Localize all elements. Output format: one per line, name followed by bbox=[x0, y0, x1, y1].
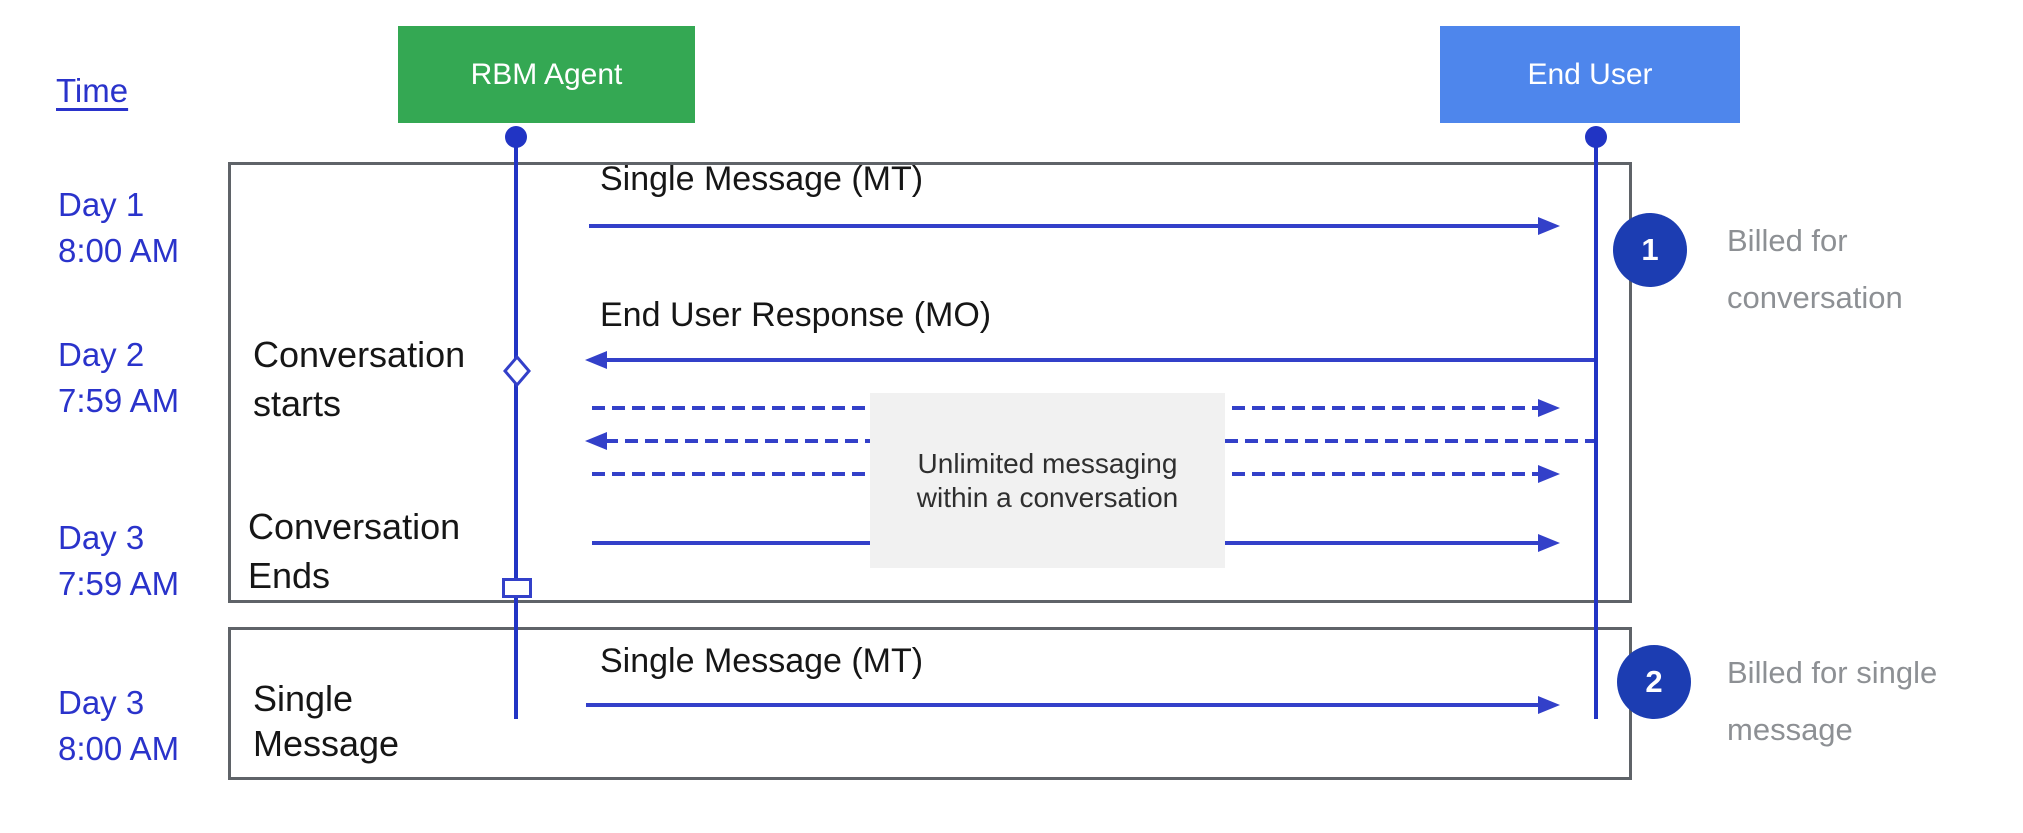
billed-line2: conversation bbox=[1727, 280, 1903, 315]
billed-for-conversation-label: Billed for conversation bbox=[1727, 212, 1903, 326]
single-message-side-label: Single Message bbox=[253, 676, 399, 766]
arrowhead-left-icon bbox=[585, 432, 607, 450]
billed-for-single-message-label: Billed for single message bbox=[1727, 644, 1937, 758]
actor-end-user: End User bbox=[1440, 26, 1740, 123]
arrow-line bbox=[605, 358, 1596, 362]
message-label-single-message-mt: Single Message (MT) bbox=[600, 160, 924, 198]
conversation-ends-line1: Conversation bbox=[248, 506, 461, 547]
arrowhead-right-icon bbox=[1538, 217, 1560, 235]
conversation-end-square-icon bbox=[502, 578, 532, 598]
single-message-line2: Message bbox=[253, 723, 400, 764]
time-axis-label: Time bbox=[56, 72, 129, 109]
arrowhead-right-icon bbox=[1538, 465, 1560, 483]
message-label-end-user-response-mo: End User Response (MO) bbox=[600, 296, 992, 334]
billed-line2: message bbox=[1727, 712, 1853, 747]
single-message-line1: Single bbox=[253, 678, 354, 719]
conversation-start-diamond-icon bbox=[503, 354, 531, 388]
actor-end-user-label: End User bbox=[1527, 57, 1653, 91]
timeline-entry-day1: Day 1 8:00 AM bbox=[58, 182, 228, 274]
arrow-line bbox=[586, 703, 1540, 707]
conversation-ends-label: Conversation Ends bbox=[248, 502, 460, 600]
conversation-ends-line2: Ends bbox=[248, 555, 331, 596]
badge-number: 1 bbox=[1641, 232, 1659, 267]
arrow-single-message-mt-2 bbox=[586, 696, 1560, 714]
arrowhead-right-icon bbox=[1538, 399, 1560, 417]
badge-number: 2 bbox=[1645, 664, 1663, 699]
timeline-entry-day2: Day 2 7:59 AM bbox=[58, 332, 228, 424]
agent-lifeline bbox=[514, 136, 518, 719]
timeline-day: Day 3 bbox=[58, 519, 145, 556]
billing-badge-2: 2 bbox=[1617, 645, 1691, 719]
arrow-line bbox=[589, 224, 1540, 228]
arrow-end-user-response-mo bbox=[585, 351, 1596, 369]
arrow-single-message-mt bbox=[589, 217, 1560, 235]
billing-badge-1: 1 bbox=[1613, 213, 1687, 287]
note-line1: Unlimited messaging bbox=[917, 447, 1178, 479]
timeline-time: 8:00 AM bbox=[58, 730, 180, 767]
agent-lifeline-dot bbox=[505, 126, 527, 148]
arrowhead-right-icon bbox=[1538, 696, 1560, 714]
end-user-lifeline-dot bbox=[1585, 126, 1607, 148]
end-user-lifeline bbox=[1594, 136, 1598, 719]
arrowhead-right-icon bbox=[1538, 534, 1560, 552]
billed-line1: Billed for bbox=[1727, 223, 1848, 258]
note-line2: within a conversation bbox=[916, 481, 1179, 513]
conversation-starts-line2: starts bbox=[253, 383, 342, 424]
actor-rbm-agent-label: RBM Agent bbox=[470, 57, 623, 91]
actor-rbm-agent: RBM Agent bbox=[398, 26, 695, 123]
conversation-starts-line1: Conversation bbox=[253, 334, 466, 375]
timeline-time: 7:59 AM bbox=[58, 382, 180, 419]
timeline-entry-day3-759: Day 3 7:59 AM bbox=[58, 515, 228, 607]
conversation-starts-label: Conversation starts bbox=[253, 330, 465, 428]
conversation-frame bbox=[228, 162, 1632, 603]
timeline-day: Day 2 bbox=[58, 336, 145, 373]
unlimited-messaging-note: Unlimited messaging within a conversatio… bbox=[870, 393, 1225, 568]
message-label-single-message-mt-2: Single Message (MT) bbox=[600, 642, 924, 680]
billed-line1: Billed for single bbox=[1727, 655, 1938, 690]
timeline-time: 7:59 AM bbox=[58, 565, 180, 602]
timeline-entry-day3-800: Day 3 8:00 AM bbox=[58, 680, 228, 772]
arrowhead-left-icon bbox=[585, 351, 607, 369]
timeline-time: 8:00 AM bbox=[58, 232, 180, 269]
timeline-day: Day 1 bbox=[58, 186, 145, 223]
timeline-day: Day 3 bbox=[58, 684, 145, 721]
